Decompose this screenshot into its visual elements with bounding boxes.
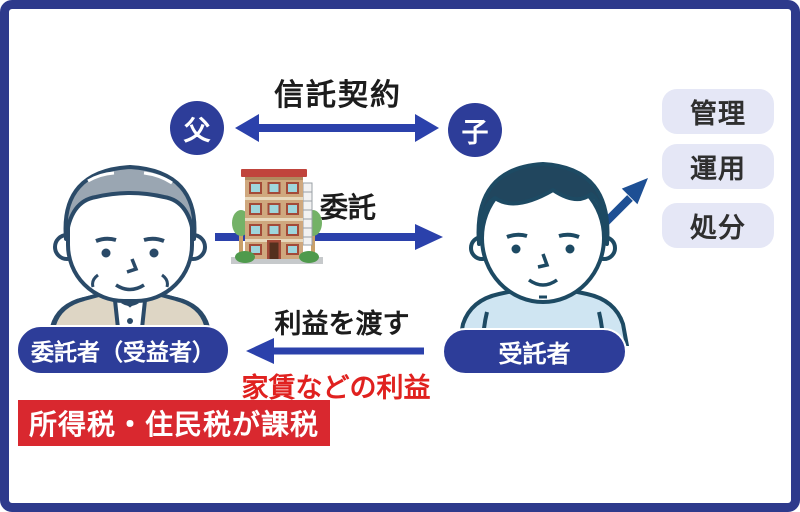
child-label: 子 [461, 117, 489, 148]
trustor-label: 委託者（受益者） [31, 339, 215, 365]
entrust-label: 委託 [319, 192, 376, 223]
child-badge: 子 [448, 103, 502, 157]
profit-note-label: 家賃などの利益 [241, 373, 431, 403]
duty-box-disposal: 処分 [662, 203, 774, 248]
elderly-man-illustration [40, 147, 220, 347]
apartment-building-icon [231, 167, 323, 267]
tax-label: 所得税・住民税が課税 [28, 409, 319, 440]
trustee-label: 受託者 [498, 341, 571, 368]
duty-box-management: 管理 [662, 89, 774, 134]
trust-contract-arrow [233, 112, 441, 144]
duty-box-operation: 運用 [662, 144, 774, 189]
diagram-title: 信託契約 [274, 79, 402, 112]
duty-operation-label: 運用 [690, 154, 746, 184]
profit-arrow [244, 337, 426, 365]
young-man-illustration [453, 146, 633, 346]
duty-disposal-label: 処分 [690, 213, 746, 243]
tax-badge: 所得税・住民税が課税 [18, 400, 330, 446]
father-label: 父 [183, 115, 211, 146]
duty-management-label: 管理 [690, 99, 746, 129]
trustee-badge: 受託者 [442, 328, 627, 375]
trustor-badge: 委託者（受益者） [16, 325, 230, 375]
father-badge: 父 [170, 101, 224, 155]
profit-flow-label: 利益を渡す [274, 309, 410, 339]
